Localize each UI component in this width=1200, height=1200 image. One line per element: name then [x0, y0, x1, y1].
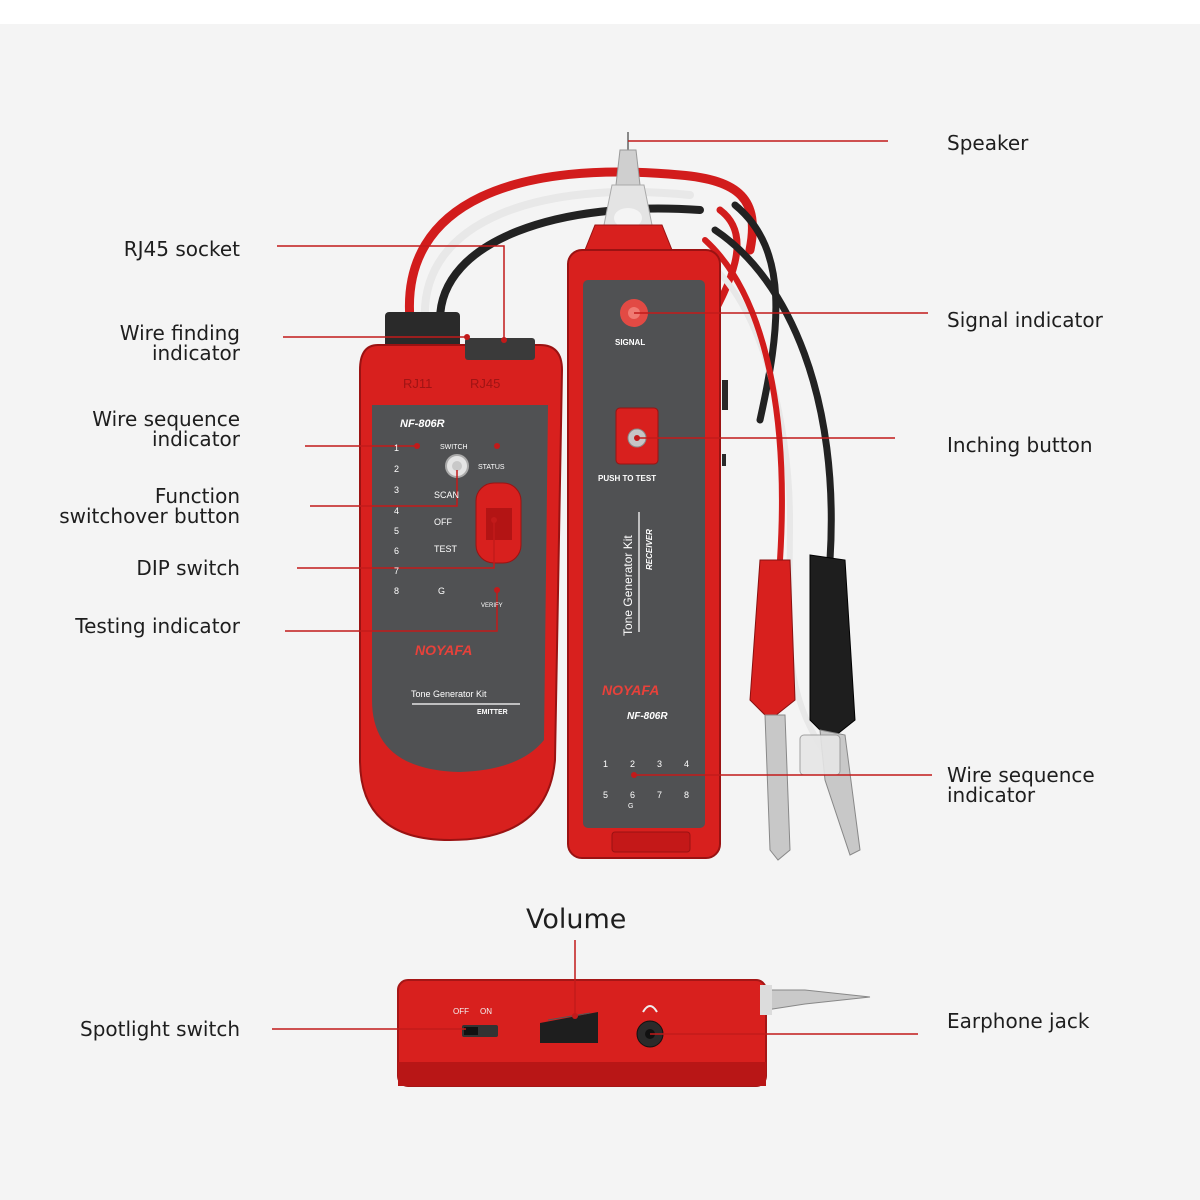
pin-label: 6 [394, 546, 399, 556]
pin-label: 5 [394, 526, 399, 536]
receiver-pin-label: 4 [684, 759, 689, 769]
label-dip-switch: DIP switch [136, 556, 240, 580]
pin-label: 1 [394, 443, 399, 453]
receiver-kit-role: RECEIVER [645, 529, 654, 570]
pin-label-ground: G [438, 586, 445, 596]
emitter-cable-boot [385, 312, 460, 348]
receiver-kit-name: Tone Generator Kit [621, 535, 635, 636]
side-view-device [397, 979, 871, 1087]
label-spotlight-switch: Spotlight switch [80, 1017, 240, 1041]
pin-label: 8 [394, 586, 399, 596]
probe-tip [603, 132, 653, 228]
receiver-pin-label: 3 [657, 759, 662, 769]
receiver-pin-label: 8 [684, 790, 689, 800]
port-label-rj45: RJ45 [470, 376, 500, 391]
status-led [494, 443, 500, 449]
rj45-socket [465, 338, 535, 360]
verify-label: VERIFY [481, 603, 503, 609]
label-inching-button: Inching button [947, 433, 1093, 457]
label-speaker: Speaker [947, 131, 1029, 155]
label-volume: Volume [526, 904, 627, 935]
receiver-device [567, 224, 728, 859]
signal-label: SIGNAL [615, 338, 645, 347]
leader-dots [464, 334, 640, 1019]
spotlight-off-label: OFF [453, 1007, 469, 1016]
emitter-device [359, 312, 564, 842]
leader-lines [272, 140, 932, 1035]
label-rj45-socket: RJ45 socket [123, 237, 240, 261]
pin-label: 3 [394, 485, 399, 495]
label-earphone-jack: Earphone jack [947, 1009, 1090, 1033]
receiver-pin-label: 6 [630, 790, 635, 800]
side-view-printing: OFF ON [453, 1007, 492, 1016]
port-label-rj11: RJ11 [403, 376, 432, 391]
mode-label-test: TEST [434, 544, 458, 554]
emitter-kit-role: EMITTER [477, 709, 508, 716]
label-signal-indicator: Signal indicator [947, 308, 1103, 332]
receiver-brand-logo: NOYAFA [602, 682, 659, 698]
receiver-pin-label: 7 [657, 790, 662, 800]
mode-label-off: OFF [434, 517, 452, 527]
receiver-printing: SIGNAL PUSH TO TEST Tone Generator Kit R… [598, 338, 689, 810]
emitter-kit-name: Tone Generator Kit [411, 689, 487, 699]
emitter-printing: RJ11 RJ45 NF-806R SWITCH STATUS 1 2 3 4 … [394, 376, 508, 716]
pin-label: 2 [394, 464, 399, 474]
alligator-clips [749, 554, 861, 861]
status-label: STATUS [478, 464, 505, 471]
receiver-model: NF-806R [627, 711, 668, 722]
receiver-pin-label: 2 [630, 759, 635, 769]
receiver-ground-label: G [628, 803, 633, 810]
label-testing-indicator: Testing indicator [75, 614, 240, 638]
volume-wheel[interactable] [540, 1012, 598, 1043]
pin-label: 7 [394, 566, 399, 576]
push-to-test-label: PUSH TO TEST [598, 474, 656, 483]
pin-label: 4 [394, 506, 399, 516]
mode-label-scan: SCAN [434, 490, 459, 500]
receiver-pin-label: 5 [603, 790, 608, 800]
emitter-model: NF-806R [400, 418, 445, 430]
spotlight-on-label: ON [480, 1007, 492, 1016]
switch-label: SWITCH [440, 444, 468, 451]
receiver-pin-label: 1 [603, 759, 608, 769]
emitter-brand-logo: NOYAFA [415, 642, 472, 658]
headphone-icon [642, 1005, 658, 1013]
